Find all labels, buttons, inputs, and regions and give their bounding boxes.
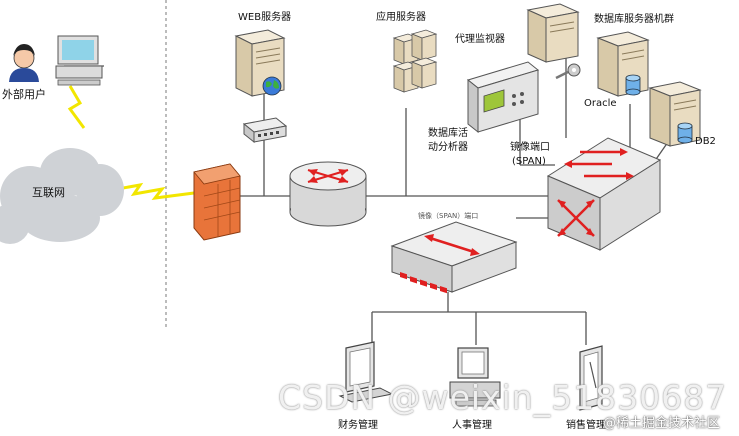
db-analyzer-device-icon xyxy=(466,61,540,134)
span-port-label: 镜像（SPAN）端口 xyxy=(418,211,478,220)
hr-label: 人事管理 xyxy=(452,418,492,431)
oracle-database-icon xyxy=(625,74,641,96)
oracle-db-server-icon xyxy=(596,31,650,97)
core-switch-icon xyxy=(546,137,662,251)
globe-icon xyxy=(262,76,282,96)
sales-workstation-icon xyxy=(579,345,603,411)
internet-label: 互联网 xyxy=(32,186,65,199)
db-cluster-label: 数据库服务器机群 xyxy=(594,12,674,25)
router-icon xyxy=(289,161,367,227)
wireless-lightning-icon xyxy=(67,85,86,129)
web-server-icon xyxy=(234,29,286,97)
db2-db-server-icon xyxy=(648,81,702,147)
connection-lines xyxy=(64,52,669,345)
db2-database-icon xyxy=(677,122,693,144)
mirror-port-label-line2: (SPAN) xyxy=(512,156,546,167)
juejin-watermark: @稀土掘金技术社区 xyxy=(603,416,721,431)
internet-cloud-icon xyxy=(0,148,124,244)
app-server-label: 应用服务器 xyxy=(376,10,426,23)
firewall-icon xyxy=(193,163,241,241)
finance-workstation-icon xyxy=(338,341,394,403)
network-hub-icon xyxy=(242,117,288,144)
sales-label: 销售管理 xyxy=(566,418,606,431)
user-avatar-icon xyxy=(9,44,39,82)
web-server-label: WEB服务器 xyxy=(238,10,291,23)
db-analyzer-label-line1: 数据库活 xyxy=(428,126,468,139)
application-servers-icon xyxy=(392,29,438,93)
access-switch-icon xyxy=(390,221,518,294)
mirror-port-label-line1: 镜像端口 xyxy=(510,140,550,153)
wan-lightning-icon xyxy=(111,182,195,200)
db-analyzer-label-line2: 动分析器 xyxy=(428,140,468,153)
external-user-label: 外部用户 xyxy=(2,87,46,101)
finance-label: 财务管理 xyxy=(338,418,378,431)
db2-label: DB2 xyxy=(695,136,716,147)
key-icon xyxy=(555,63,581,80)
hr-workstation-icon xyxy=(449,347,501,407)
proxy-monitor-server-icon xyxy=(526,3,580,63)
csdn-watermark: CSDN @weixin_51830687 xyxy=(278,378,728,417)
proxy-monitor-label: 代理监视器 xyxy=(455,32,505,45)
desktop-computer-icon xyxy=(55,35,103,86)
oracle-label: Oracle xyxy=(584,98,617,109)
